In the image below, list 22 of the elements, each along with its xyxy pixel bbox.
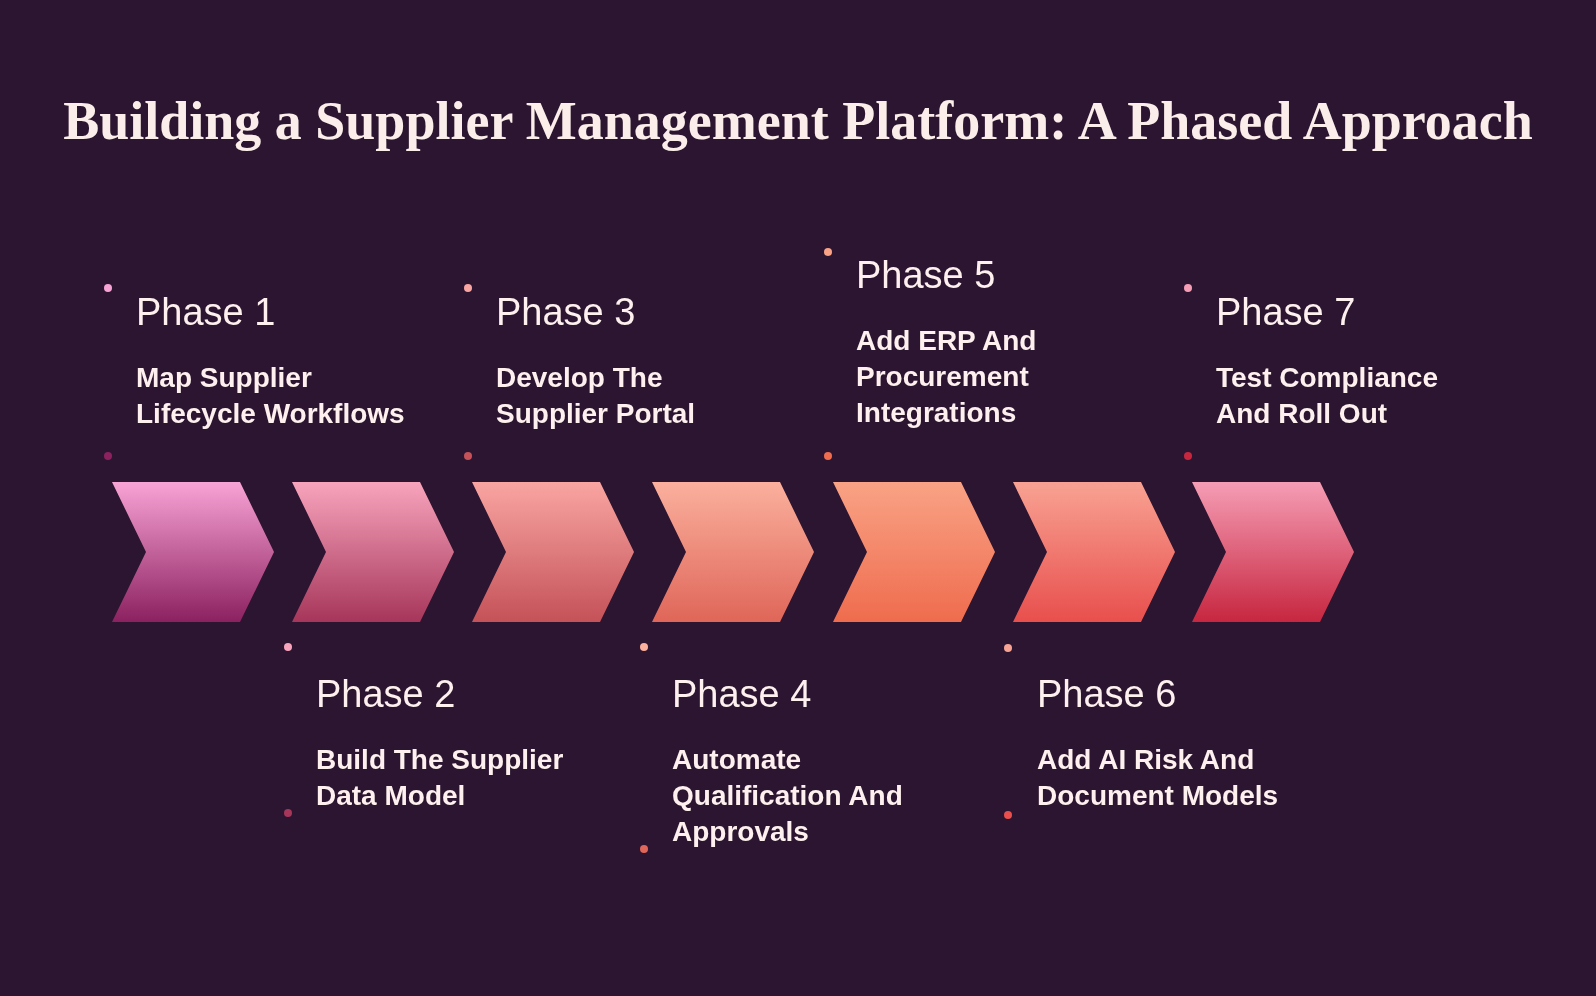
process-step [1192, 482, 1354, 622]
phase-heading: Phase 1 [136, 290, 276, 335]
phase-description: Automate Qualification And Approvals [672, 743, 904, 849]
phase-heading: Phase 6 [1037, 672, 1177, 717]
phase-description: Map Supplier Lifecycle Workflows [136, 361, 406, 431]
phase-description: Add ERP And Procurement Integrations [856, 324, 1038, 430]
phase-description: Test Compliance And Roll Out [1216, 361, 1439, 431]
process-step [472, 482, 634, 622]
phase-description: Develop The Supplier Portal [496, 361, 697, 431]
phase-heading: Phase 5 [856, 253, 996, 298]
phase-heading: Phase 2 [316, 672, 456, 717]
phase-heading: Phase 3 [496, 290, 636, 335]
process-step [292, 482, 454, 622]
phase-description: Add AI Risk And Document Models [1037, 743, 1280, 813]
process-step [1013, 482, 1175, 622]
process-step [112, 482, 274, 622]
title: Building a Supplier Management Platform: A Phased Approach [62, 90, 1534, 153]
process-step [833, 482, 995, 622]
phase-heading: Phase 7 [1216, 290, 1356, 335]
phase-heading: Phase 4 [672, 672, 812, 717]
process-step [652, 482, 814, 622]
phase-description: Build The Supplier Data Model [316, 743, 565, 813]
